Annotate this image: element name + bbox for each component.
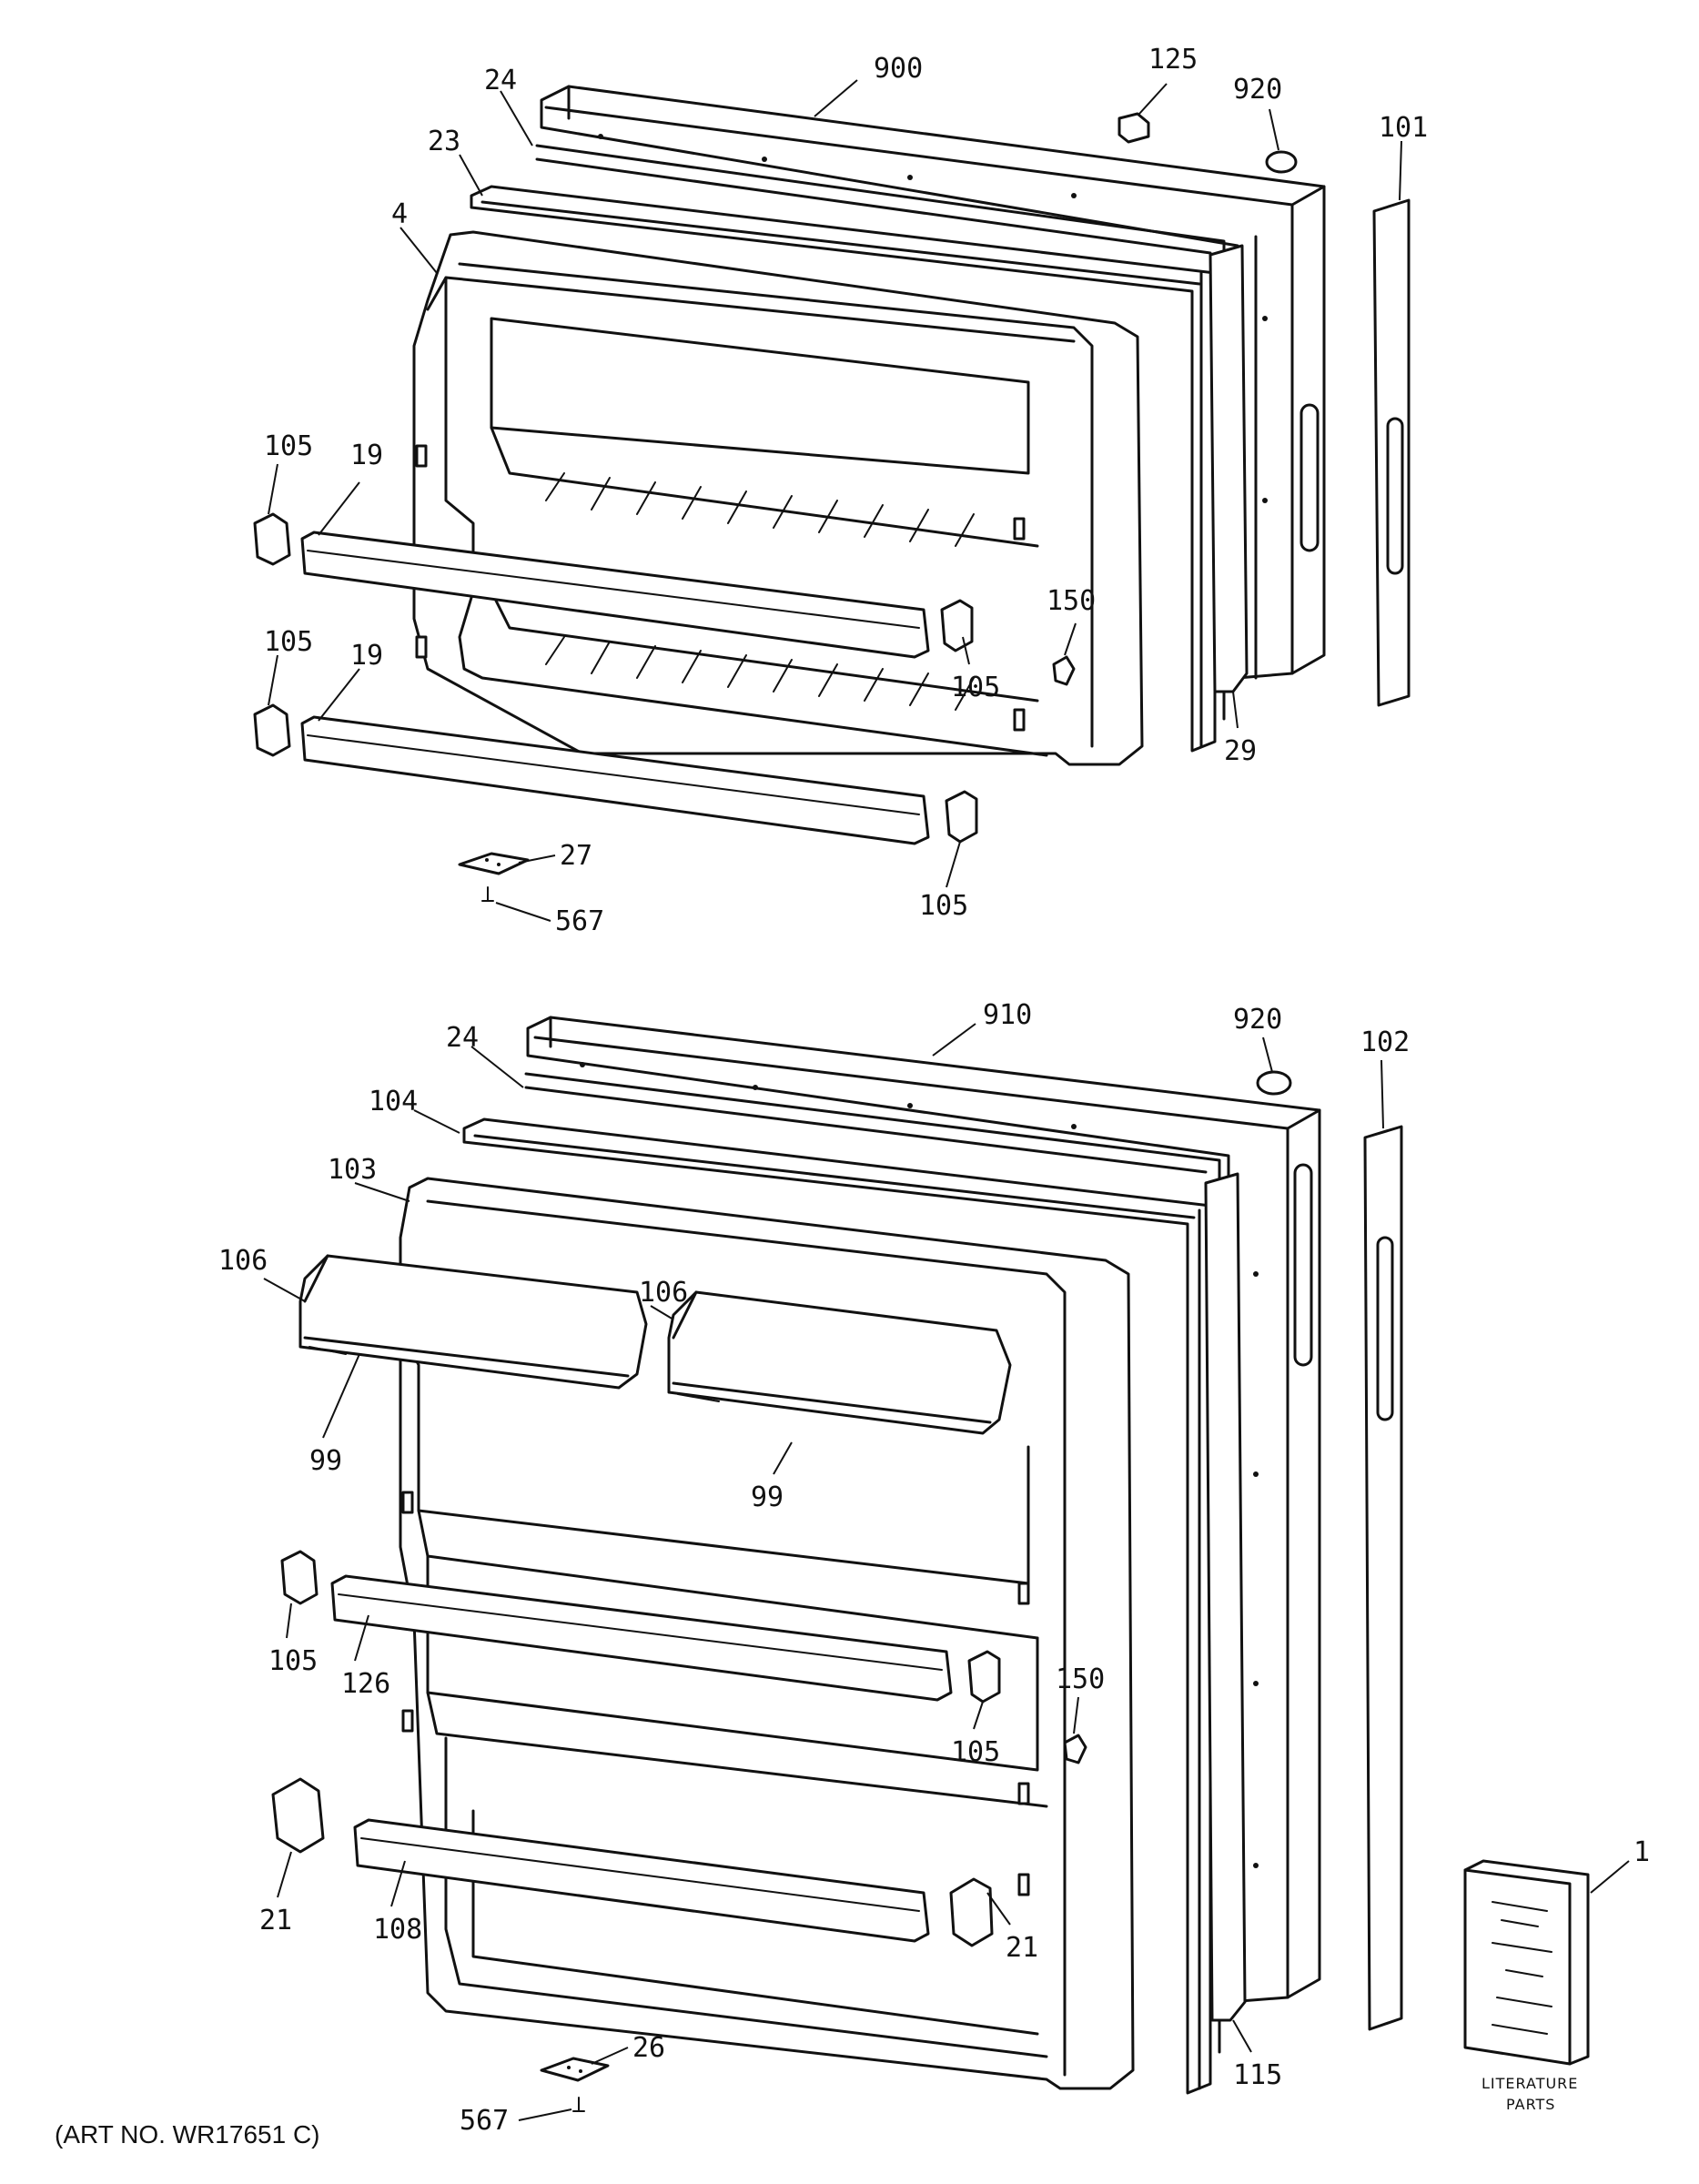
label-23: 23 bbox=[428, 126, 460, 157]
end-cap-left bbox=[271, 1777, 325, 1854]
shelf-support-tr bbox=[940, 599, 974, 652]
label-24-bottom: 24 bbox=[446, 1022, 479, 1054]
label-105-d: 105 bbox=[919, 890, 968, 922]
label-103: 103 bbox=[328, 1154, 377, 1186]
plug-125 bbox=[1117, 112, 1150, 144]
literature-booklet bbox=[1463, 1859, 1590, 2066]
literature-label-line1: LITERATURE bbox=[1482, 2075, 1578, 2092]
fresh-food-door-assembly bbox=[271, 1016, 1590, 2112]
shelf-support-tl bbox=[253, 512, 291, 566]
label-27: 27 bbox=[560, 840, 592, 872]
label-106-a: 106 bbox=[218, 1245, 268, 1277]
literature-label-line2: PARTS bbox=[1506, 2096, 1555, 2113]
screw-cap-bottom bbox=[1063, 1734, 1087, 1764]
label-106-b: 106 bbox=[639, 1277, 688, 1309]
freezer-gasket-frame bbox=[470, 185, 1217, 753]
leader-lines-bottom bbox=[263, 1023, 1630, 2121]
freezer-bar-upper bbox=[300, 531, 930, 659]
label-105-e: 105 bbox=[268, 1645, 318, 1677]
label-125: 125 bbox=[1148, 44, 1198, 76]
label-21-b: 21 bbox=[1006, 1932, 1038, 1964]
freezer-liner bbox=[412, 230, 1144, 766]
screw-567-top bbox=[481, 886, 494, 902]
label-150-top: 150 bbox=[1047, 585, 1096, 617]
trim-strip-top bbox=[1372, 198, 1411, 707]
freezer-seal bbox=[1209, 244, 1249, 693]
label-567-bottom: 567 bbox=[460, 2105, 509, 2137]
label-1: 1 bbox=[1633, 1836, 1650, 1868]
freezer-bar-lower bbox=[300, 715, 930, 845]
art-number: (ART NO. WR17651 C) bbox=[55, 2120, 320, 2149]
hinge-shim-26 bbox=[540, 2057, 610, 2082]
label-105-c: 105 bbox=[264, 626, 313, 658]
shelf-support-bl bbox=[280, 1550, 319, 1605]
label-567-top: 567 bbox=[555, 905, 604, 937]
label-19-b: 19 bbox=[350, 640, 383, 672]
freezer-door-assembly bbox=[253, 85, 1411, 902]
label-29: 29 bbox=[1224, 735, 1257, 767]
label-104: 104 bbox=[369, 1086, 418, 1117]
label-150-bottom: 150 bbox=[1056, 1663, 1105, 1695]
fresh-food-seal bbox=[1204, 1172, 1247, 2022]
end-cap-right bbox=[949, 1877, 994, 1947]
fresh-food-bar-middle bbox=[330, 1574, 953, 1702]
label-19-a: 19 bbox=[350, 440, 383, 471]
leader-lines-top bbox=[268, 79, 1402, 922]
label-102: 102 bbox=[1360, 1026, 1410, 1058]
fresh-food-bar-bottom bbox=[353, 1818, 930, 1943]
cap-920-bottom bbox=[1256, 1070, 1292, 1096]
dairy-door-right bbox=[667, 1290, 1012, 1435]
label-900: 900 bbox=[874, 53, 923, 85]
screw-567-bottom bbox=[572, 2097, 585, 2112]
label-105-f: 105 bbox=[951, 1736, 1000, 1768]
label-99-b: 99 bbox=[751, 1481, 784, 1513]
label-115: 115 bbox=[1233, 2059, 1282, 2091]
label-24-top: 24 bbox=[484, 65, 517, 96]
screw-cap-top bbox=[1052, 655, 1076, 686]
fresh-food-gasket-frame bbox=[462, 1117, 1212, 2095]
label-910: 910 bbox=[983, 999, 1032, 1031]
trim-strip-bottom bbox=[1363, 1125, 1403, 2031]
label-920-top: 920 bbox=[1233, 74, 1282, 106]
shelf-support-ml bbox=[253, 703, 291, 757]
dairy-door-left bbox=[298, 1254, 648, 1390]
label-99-a: 99 bbox=[309, 1445, 342, 1477]
shelf-support-mr bbox=[945, 790, 978, 844]
label-4: 4 bbox=[391, 198, 408, 230]
label-21-a: 21 bbox=[259, 1905, 292, 1936]
label-920-bottom: 920 bbox=[1233, 1004, 1282, 1036]
label-105-a: 105 bbox=[264, 430, 313, 462]
label-26: 26 bbox=[632, 2032, 665, 2064]
cap-920-top bbox=[1265, 150, 1298, 174]
hinge-shim-27 bbox=[458, 852, 530, 875]
label-101: 101 bbox=[1379, 112, 1428, 144]
label-105-b: 105 bbox=[951, 672, 1000, 703]
label-108: 108 bbox=[373, 1914, 422, 1946]
shelf-support-br bbox=[967, 1650, 1001, 1704]
label-126: 126 bbox=[341, 1668, 390, 1700]
